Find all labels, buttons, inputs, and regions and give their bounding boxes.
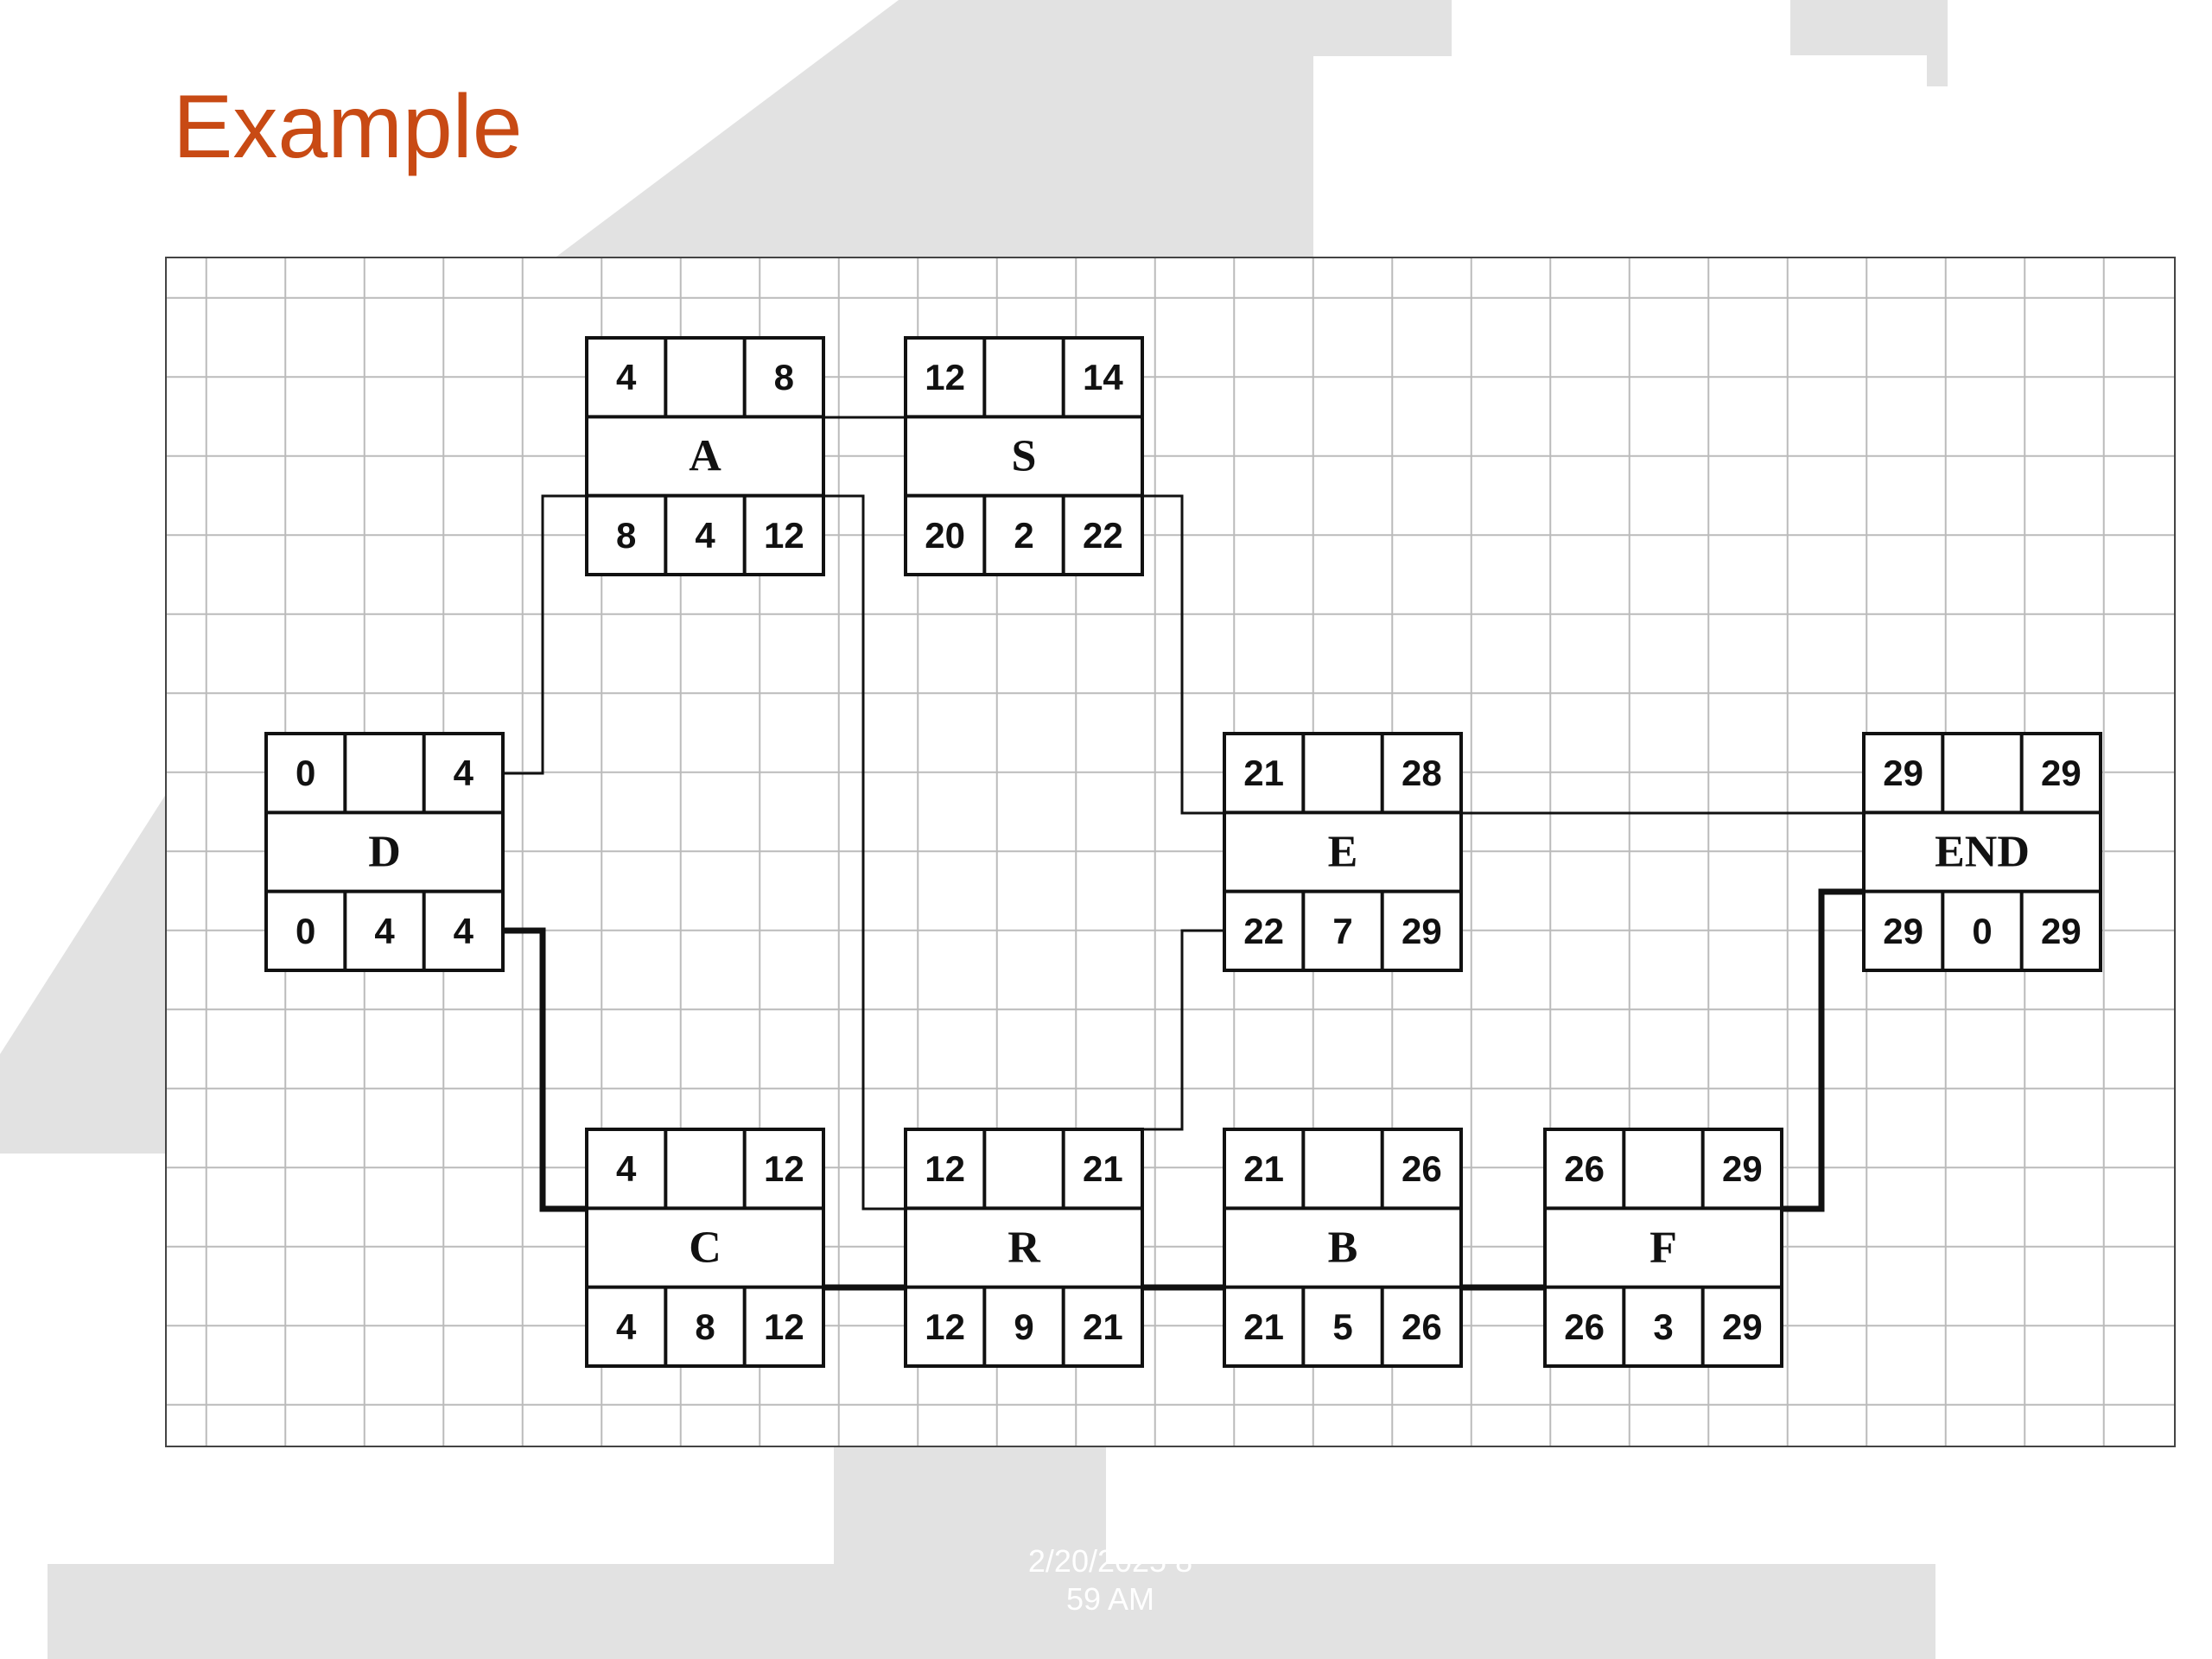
activity-name: R: [1007, 1224, 1041, 1273]
late-start: 8: [616, 515, 636, 556]
footer-date: 2/20/2025 8: [1027, 1543, 1193, 1579]
node-box: [904, 336, 1144, 576]
node-box: [264, 732, 505, 972]
edge-d-a: [503, 494, 587, 775]
node-box: [585, 1128, 825, 1368]
edge-d-c-critical: [503, 927, 587, 1212]
late-start: 29: [1883, 911, 1923, 951]
late-finish: 12: [764, 515, 804, 556]
late-finish: 29: [1402, 911, 1442, 951]
edge-f-end-critical: [1782, 888, 1864, 1212]
late-start: 22: [1243, 911, 1284, 951]
edge-s-e: [1142, 494, 1224, 815]
activity-name: D: [368, 828, 401, 877]
late-finish: 4: [454, 911, 474, 951]
activity-name: F: [1649, 1224, 1677, 1273]
edge-a-r: [823, 494, 906, 1211]
late-finish: 29: [2041, 911, 2082, 951]
node-box: [585, 336, 825, 576]
late-finish: 12: [764, 1306, 804, 1347]
late-start: 26: [1564, 1306, 1605, 1347]
late-finish: 29: [1722, 1306, 1763, 1347]
node-box: [904, 1128, 1144, 1368]
early-start: 0: [296, 753, 315, 793]
duration: 3: [1653, 1306, 1673, 1347]
late-start: 4: [616, 1306, 637, 1347]
early-finish: 29: [2041, 753, 2082, 793]
duration: 9: [1014, 1306, 1033, 1347]
early-start: 4: [616, 357, 637, 397]
activity-node-e: 21 28E 22 7 29: [1223, 732, 1463, 972]
late-finish: 26: [1402, 1306, 1442, 1347]
activity-name: B: [1328, 1224, 1358, 1273]
early-start: 12: [925, 1148, 965, 1189]
early-finish: 4: [454, 753, 474, 793]
activity-name: A: [689, 432, 721, 481]
duration: 7: [1332, 911, 1352, 951]
activity-name: E: [1328, 828, 1358, 877]
node-box: [1543, 1128, 1783, 1368]
early-start: 21: [1243, 1148, 1284, 1189]
early-start: 21: [1243, 753, 1284, 793]
slide-footer-date: 2/20/2025 8 59 AM: [976, 1542, 1244, 1618]
late-start: 21: [1243, 1306, 1284, 1347]
duration: 4: [374, 911, 395, 951]
early-start: 12: [925, 357, 965, 397]
dependency-arrows: [503, 416, 1864, 1291]
late-start: 0: [296, 911, 315, 951]
early-start: 29: [1883, 753, 1923, 793]
duration: 2: [1014, 515, 1033, 556]
early-finish: 12: [764, 1148, 804, 1189]
edge-r-e: [1142, 929, 1224, 1131]
duration: 8: [695, 1306, 715, 1347]
duration: 5: [1332, 1306, 1352, 1347]
early-start: 26: [1564, 1148, 1605, 1189]
early-finish: 29: [1722, 1148, 1763, 1189]
early-finish: 26: [1402, 1148, 1442, 1189]
activity-name: END: [1935, 828, 2030, 877]
activity-name: C: [689, 1224, 721, 1273]
duration: 4: [695, 515, 715, 556]
early-finish: 28: [1402, 753, 1442, 793]
activity-name: S: [1012, 432, 1037, 481]
late-finish: 22: [1083, 515, 1123, 556]
duration: 0: [1972, 911, 1992, 951]
node-box: [1862, 732, 2102, 972]
early-finish: 21: [1083, 1148, 1123, 1189]
footer-time: 59 AM: [1065, 1581, 1155, 1617]
node-box: [1223, 732, 1463, 972]
early-finish: 8: [774, 357, 794, 397]
late-start: 12: [925, 1306, 965, 1347]
early-finish: 14: [1083, 357, 1123, 397]
early-start: 4: [616, 1148, 637, 1189]
node-box: [1223, 1128, 1463, 1368]
slide-title: Example: [173, 77, 523, 177]
late-start: 20: [925, 515, 965, 556]
late-finish: 21: [1083, 1306, 1123, 1347]
